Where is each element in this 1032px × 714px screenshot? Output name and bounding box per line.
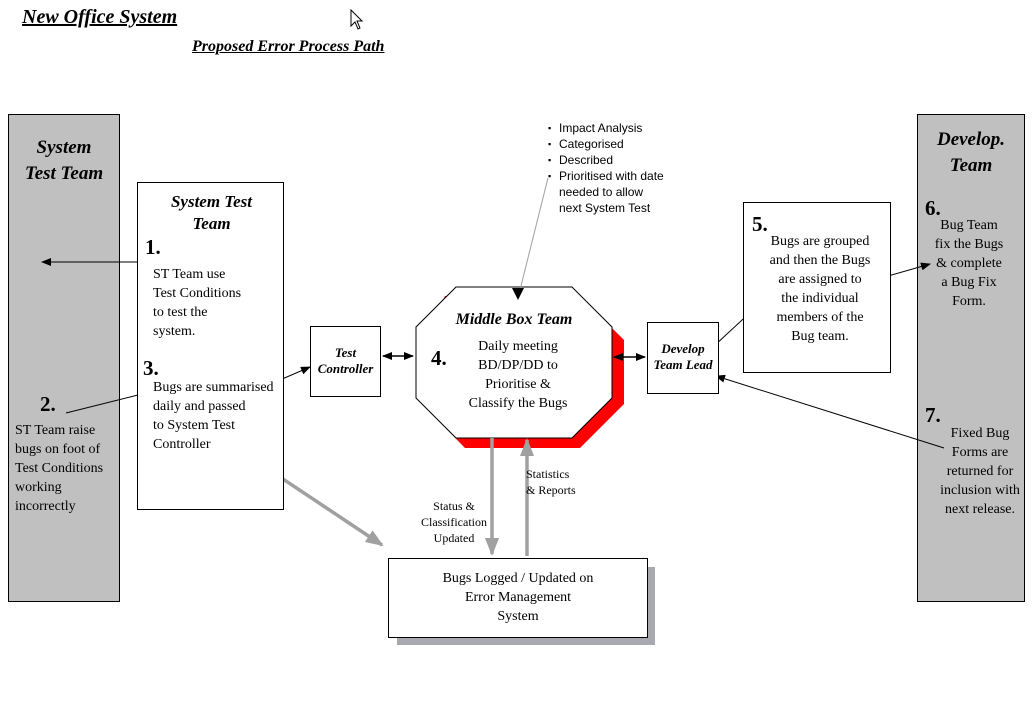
error-management-system-box: Bugs Logged / Updated on Error Managemen… [388, 558, 648, 638]
step6-text: Bug Team fix the Bugs & complete a Bug F… [934, 218, 1004, 309]
step3-text: Bugs are summarised daily and passed to … [153, 380, 274, 452]
arrow-step7-lead [715, 374, 945, 449]
middle-box-title: Middle Box Team [455, 311, 573, 328]
test-controller-box: Test Controller [310, 326, 381, 397]
system-test-team-box: System Test Team 1. ST Team use Test Con… [137, 182, 284, 510]
arrow-step2 [65, 390, 151, 414]
develop-team-panel-title: Develop. Team [936, 129, 1006, 176]
step4-number: 4. [431, 346, 447, 370]
statistics-reports-label: Statistics & Reports [526, 467, 576, 497]
system-test-team-panel: System Test Team [8, 114, 120, 602]
step6-number: 6. [925, 196, 941, 220]
step5-number: 5. [752, 212, 768, 236]
mouse-pointer-icon [350, 9, 364, 30]
arrow-notes-middle [517, 177, 549, 299]
step5-box: 5. Bugs are grouped and then the Bugs ar… [743, 202, 891, 373]
middle-box-text: Daily meeting BD/DP/DD to Prioritise & C… [468, 339, 568, 411]
step1-text: ST Team use Test Conditions to test the … [153, 267, 242, 339]
page-title: New Office System [22, 6, 178, 28]
page-subtitle: Proposed Error Process Path [192, 38, 385, 55]
system-test-team-panel-title: System Test Team [24, 137, 104, 184]
note-item: Prioritised with date needed to allow ne… [548, 168, 666, 216]
status-classification-label: Status & Classification Updated [421, 499, 487, 545]
step3-number: 3. [143, 356, 159, 380]
middle-box-octagon [415, 286, 613, 439]
step7-text: Fixed Bug Forms are returned for inclusi… [940, 426, 1020, 517]
step2-text: ST Team raise bugs on foot of Test Condi… [15, 423, 104, 514]
middle-box-notes: Impact Analysis Categorised Described Pr… [548, 120, 666, 216]
note-item: Categorised [548, 136, 666, 152]
st-box-title: System Test Team [170, 192, 253, 233]
note-item: Described [548, 152, 666, 168]
step7-number: 7. [925, 403, 941, 427]
develop-team-lead-box: Develop Team Lead [647, 322, 719, 394]
note-item: Impact Analysis [548, 120, 666, 136]
step2-number: 2. [40, 392, 56, 416]
develop-team-panel: Develop. Team [917, 114, 1025, 602]
step5-text: Bugs are grouped and then the Bugs are a… [769, 234, 871, 344]
step1-number: 1. [145, 235, 161, 259]
